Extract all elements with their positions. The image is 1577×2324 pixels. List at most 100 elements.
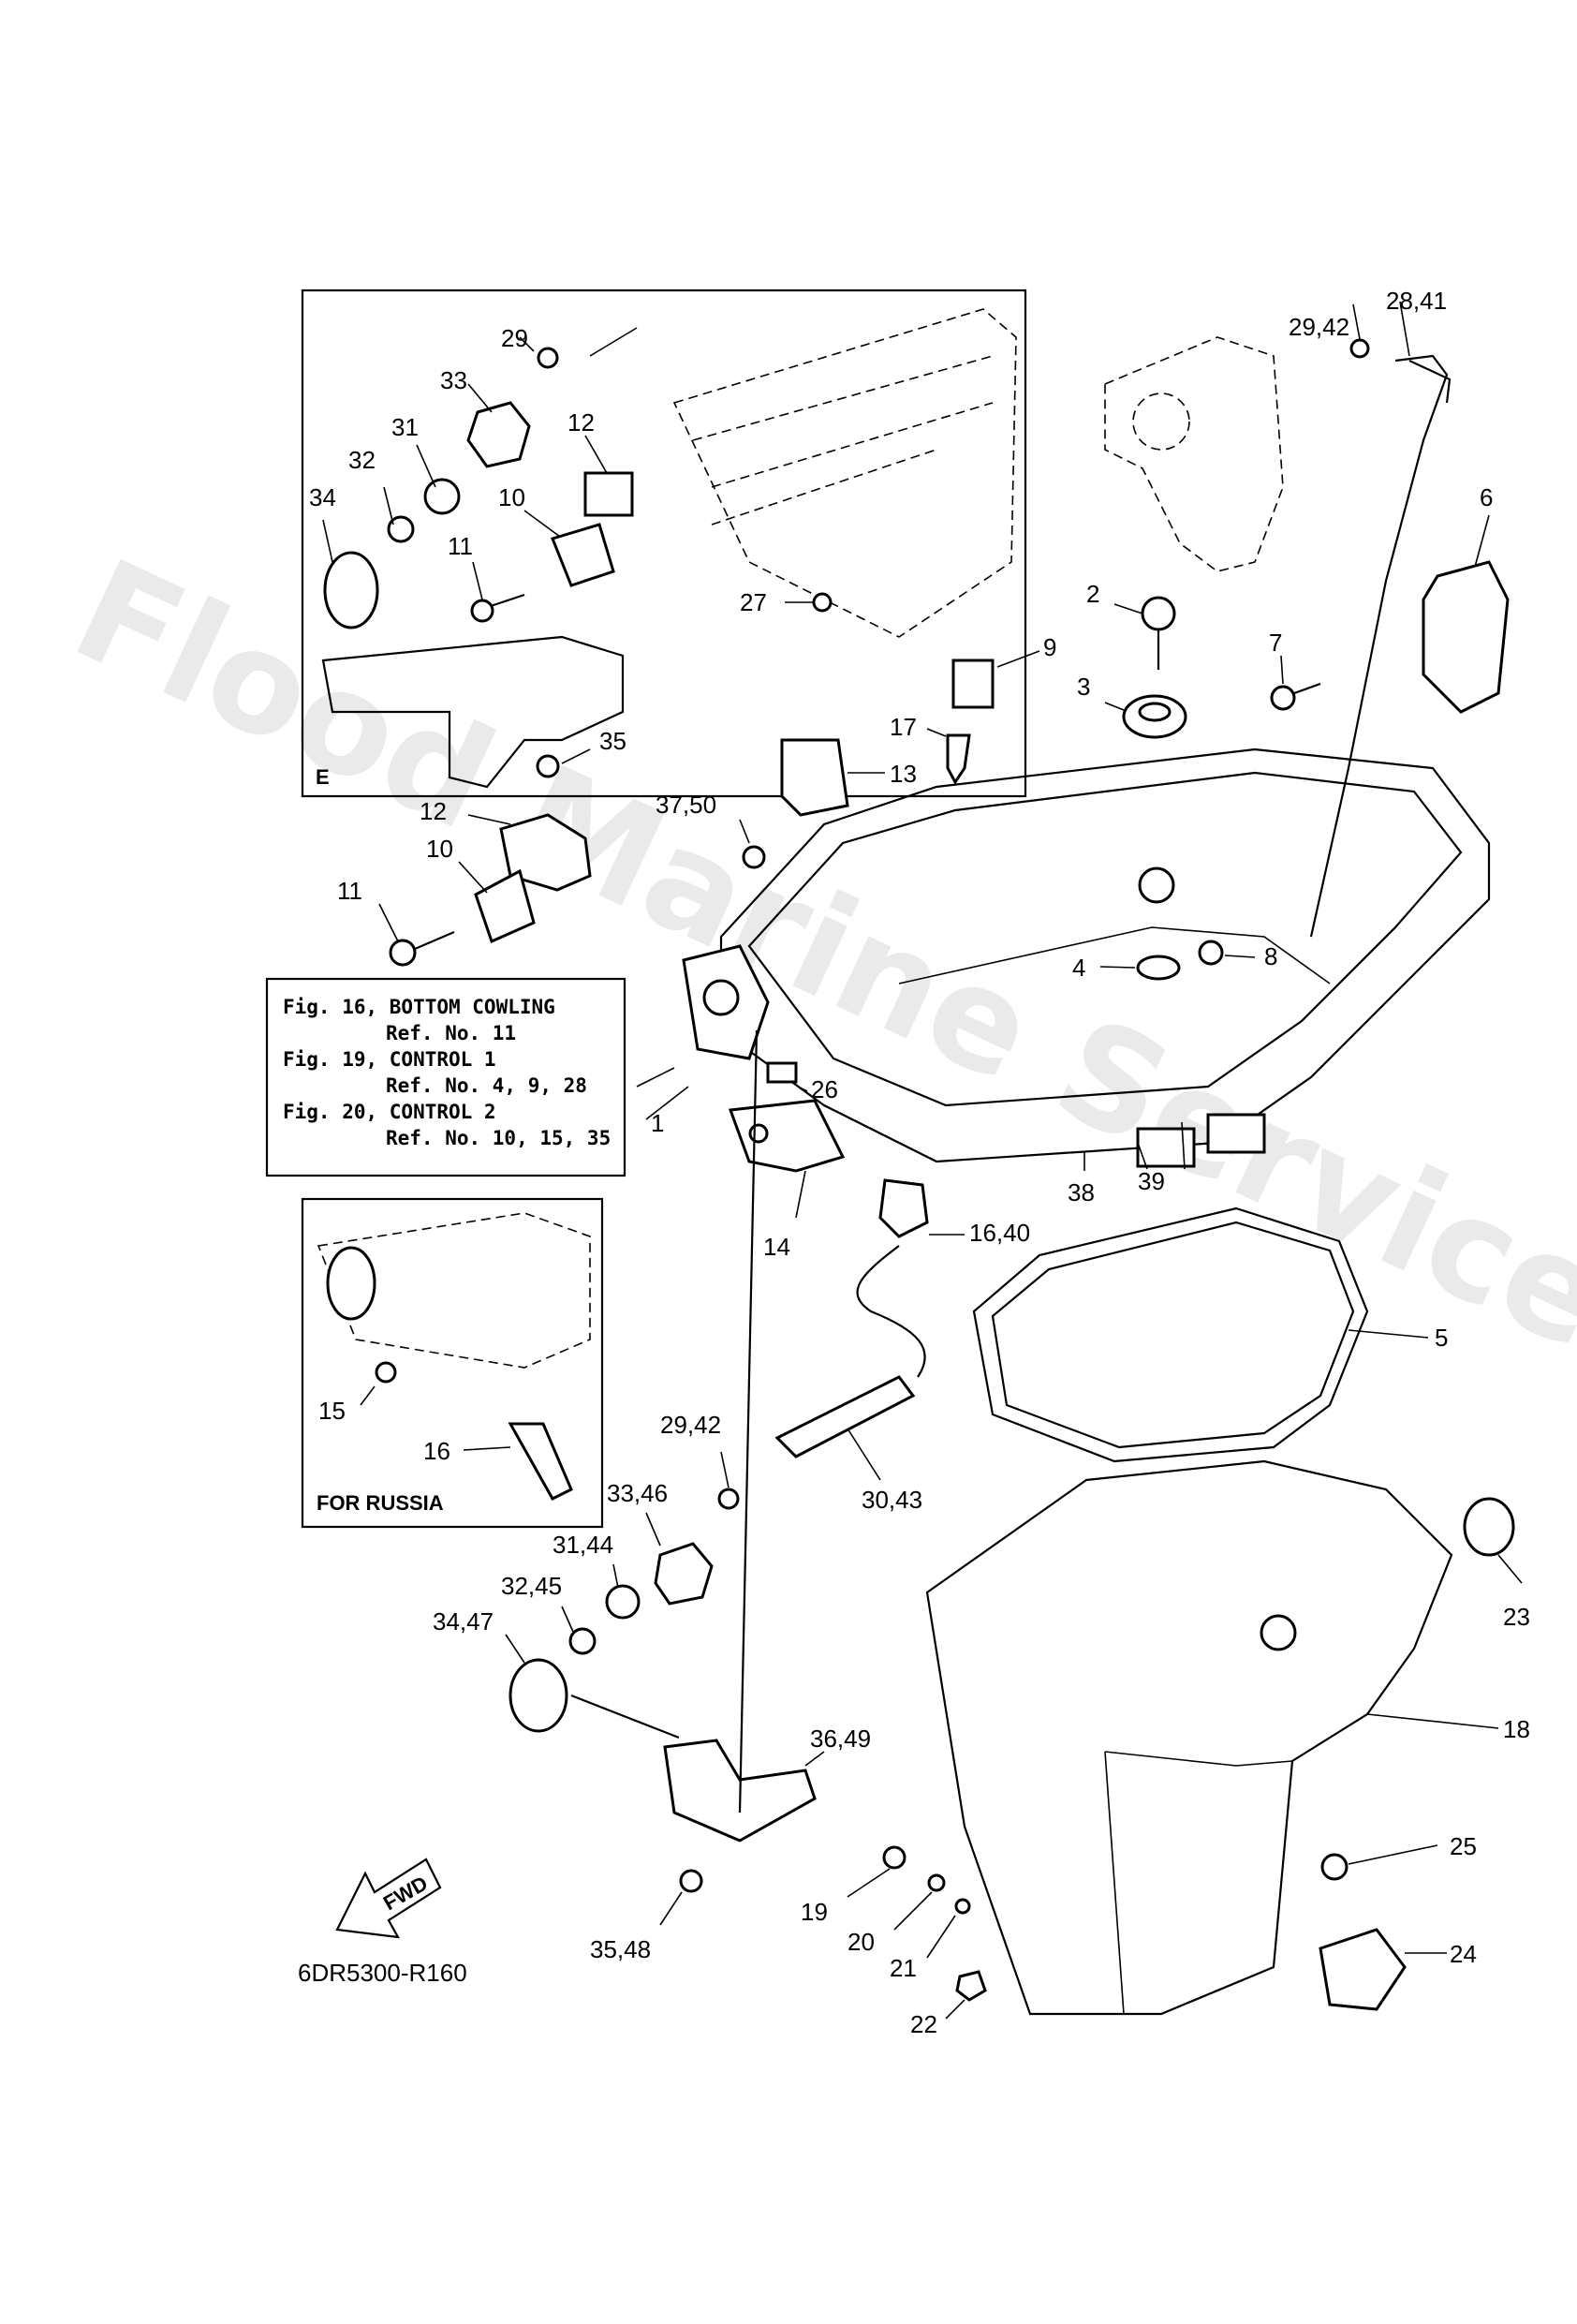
decal-38 (1136, 1127, 1196, 1168)
leader-4 (1099, 966, 1136, 969)
switch-panel-14-part (728, 1099, 846, 1173)
leader-16 (463, 1446, 511, 1451)
front-knob (702, 979, 740, 1016)
note-line-6: Ref. No. 10, 15, 35 (386, 1127, 611, 1149)
leader-35 (561, 748, 591, 764)
inset-e-frame (301, 289, 1027, 798)
callout-5: 5 (1435, 1324, 1448, 1352)
leader-28-41 (1399, 301, 1410, 357)
inset-russia-engine (317, 1212, 591, 1369)
leader-29-42-top (1352, 303, 1361, 340)
cap-34-47-part (508, 1658, 568, 1733)
inset-russia-frame (301, 1197, 604, 1529)
grommet-seat (1138, 866, 1175, 904)
switch-button-part (748, 1123, 769, 1144)
screw-17-part (946, 733, 971, 785)
leader-17 (926, 728, 947, 737)
bolt-37-part (742, 845, 766, 869)
callout-31: 31 (391, 413, 419, 441)
note-line-4: Ref. No. 4, 9, 28 (386, 1074, 587, 1097)
leader-33-46 (645, 1512, 661, 1547)
inset-e-plate-part (550, 523, 615, 587)
note-box-frame (265, 977, 626, 1177)
callout-29-42-top: 29,42 (1289, 313, 1349, 341)
diagram-code: 6DR5300-R160 (298, 1959, 467, 1987)
bolt-7-shank (1293, 682, 1321, 695)
callout-37-50: 37,50 (656, 791, 716, 819)
grommet-3-hole (1138, 702, 1172, 722)
callout-13: 13 (890, 760, 917, 788)
cover-18-detail (1104, 1751, 1293, 2015)
inset-e-cap-part (323, 551, 379, 629)
cowling-outer (719, 748, 1491, 1163)
callout-4: 4 (1072, 954, 1085, 982)
nut-33-46-part (654, 1542, 714, 1606)
inset-russia-lever-16 (508, 1422, 573, 1501)
note-line-1: Fig. 16, BOTTOM COWLING (283, 996, 555, 1018)
inset-russia-label: FOR RUSSIA (317, 1491, 444, 1515)
callout-25: 25 (1450, 1832, 1477, 1860)
leader-29-42-lower (720, 1451, 730, 1488)
leader-25 (1348, 1844, 1438, 1865)
callout-31-44: 31,44 (553, 1531, 613, 1559)
leader-19 (847, 1868, 891, 1898)
fwd-arrow-icon (335, 1858, 442, 1939)
leader-11a (472, 561, 483, 600)
callout-34: 34 (309, 483, 336, 511)
inset-russia-screw-15 (375, 1361, 397, 1384)
callout-20: 20 (847, 1928, 875, 1956)
callout-16: 16 (423, 1437, 450, 1465)
inset-russia: 15 16 FOR RUSSIA (301, 1197, 604, 1529)
cover-18-hole (1260, 1614, 1297, 1651)
guide-lines (570, 1029, 759, 1813)
inset-e: E 29 (301, 289, 1027, 798)
clip-24-part (1319, 1928, 1407, 2011)
washer-21-part (954, 1898, 971, 1915)
right-parts: 6 2 3 7 8 4 9 17 13 (656, 483, 1530, 1631)
callout-12b: 12 (420, 797, 447, 825)
watermark: Flood Marine Services (52, 529, 1577, 1417)
hose-28-outer (1408, 360, 1452, 404)
note-box: Fig. 16, BOTTOM COWLING Ref. No. 11 Fig.… (265, 977, 626, 1177)
fwd-arrow: FWD (335, 1858, 442, 1939)
inset-e-label: E (316, 765, 330, 789)
lower-knob-assembly: 29,42 33,46 31,44 32,45 34,47 36,49 35,4… (433, 1029, 871, 1963)
bolt-7-part (1270, 685, 1296, 711)
leader-37-50 (739, 819, 750, 844)
callout-2: 2 (1086, 580, 1099, 608)
screw-35-48-part (679, 1869, 703, 1893)
leader-20 (893, 1891, 933, 1931)
cable-wire (856, 1245, 926, 1378)
leader-18 (1366, 1713, 1499, 1729)
leader-1 (636, 1067, 689, 1120)
leader-32-45 (561, 1606, 574, 1633)
note-line-3: Fig. 19, CONTROL 1 (283, 1048, 496, 1071)
callout-8: 8 (1264, 942, 1277, 970)
leader-30-43 (847, 1428, 881, 1481)
leader-8 (1224, 955, 1256, 958)
nut-22-part (955, 1970, 987, 2002)
fitting-8-part (1198, 940, 1224, 966)
cowling-floor (898, 926, 1331, 984)
callout-21: 21 (890, 1954, 917, 1982)
callout-38: 38 (1068, 1178, 1095, 1206)
callout-10b: 10 (426, 835, 453, 863)
grommet-16-40-part (878, 1178, 929, 1238)
engine-port (1132, 392, 1190, 451)
callout-29-42-lower: 29,42 (660, 1411, 721, 1439)
leader-11b (378, 903, 399, 942)
callout-14: 14 (763, 1233, 790, 1261)
leader-7 (1280, 655, 1284, 685)
bolt-11-shank (414, 930, 455, 951)
sleeve-4-part (1136, 955, 1181, 981)
callout-17: 17 (890, 713, 917, 741)
inset-e-bolt-head (470, 599, 494, 623)
leader-35-48 (659, 1891, 683, 1926)
inset-e-nut-part (466, 401, 531, 468)
front-bracket-parts: 12 10 11 1 (337, 797, 689, 1137)
leader-26 (797, 1086, 808, 1092)
seal-5-inner (991, 1221, 1355, 1449)
leader-2 (1113, 603, 1143, 614)
grommet-32-45-part (568, 1627, 597, 1655)
leader-33 (467, 383, 493, 413)
